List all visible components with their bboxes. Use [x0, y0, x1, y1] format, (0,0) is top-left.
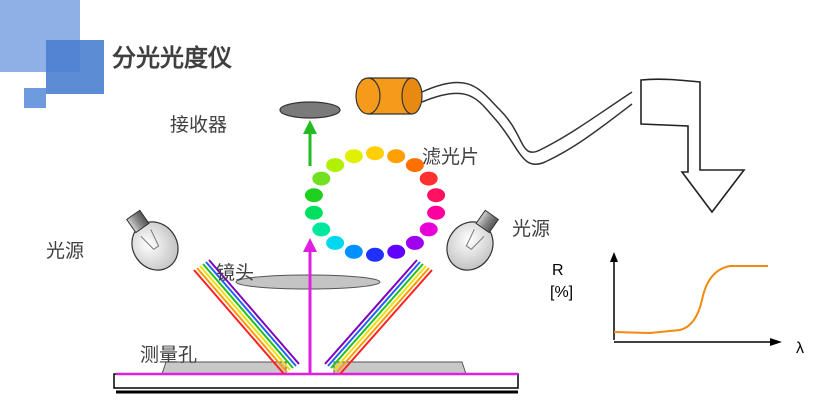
filter-color-dot	[344, 244, 363, 259]
incident-beam-left	[193, 259, 300, 375]
filter-color-dot	[427, 188, 446, 203]
incident-beam-right	[324, 259, 433, 375]
filter-wheel	[304, 146, 446, 262]
receiver	[279, 101, 341, 119]
sample-base	[113, 373, 519, 394]
filter-color-dot	[387, 244, 406, 259]
light-bulb-left	[125, 209, 179, 271]
page-title: 分光光度仪	[112, 44, 232, 72]
filter-color-dot	[326, 158, 345, 173]
filter-color-dot	[366, 146, 384, 161]
y-axis-label-unit: [%]	[550, 284, 574, 301]
x-axis-label-lambda: λ	[796, 340, 804, 357]
down-arrow	[640, 78, 746, 214]
light-source-left-label: 光源	[46, 240, 85, 262]
filter-color-dot	[419, 222, 438, 237]
filter-color-dot	[427, 205, 446, 220]
reflectance-graph	[610, 252, 782, 346]
filter-color-dot	[304, 205, 323, 220]
filter-label: 滤光片	[422, 146, 480, 168]
filter-color-dot	[304, 188, 323, 203]
cable	[421, 81, 633, 165]
filter-color-dot	[366, 247, 384, 262]
filter-color-dot	[312, 171, 331, 186]
filter-color-dot	[344, 149, 363, 164]
lens-label: 镜头	[216, 262, 255, 284]
filter-color-dot	[405, 235, 424, 250]
filter-cylinder	[355, 77, 423, 115]
filter-color-dot	[312, 222, 331, 237]
reflectance-curve	[613, 265, 768, 335]
filter-color-dot	[326, 235, 345, 250]
filter-color-dot	[405, 158, 424, 173]
lens	[235, 274, 381, 290]
aperture-label: 测量孔	[140, 344, 198, 366]
light-bulb-right	[446, 209, 500, 271]
light-source-right-label: 光源	[512, 218, 551, 240]
filter-color-dot	[387, 149, 406, 164]
green-arrow	[303, 120, 317, 166]
filter-color-dot	[419, 171, 438, 186]
aperture-plate-right	[333, 361, 467, 375]
reflected-ray	[303, 238, 317, 374]
decor-square-medium	[46, 40, 104, 94]
y-axis-label-r: R	[552, 262, 564, 279]
receiver-label: 接收器	[170, 114, 228, 136]
decor-square-small	[24, 88, 46, 108]
